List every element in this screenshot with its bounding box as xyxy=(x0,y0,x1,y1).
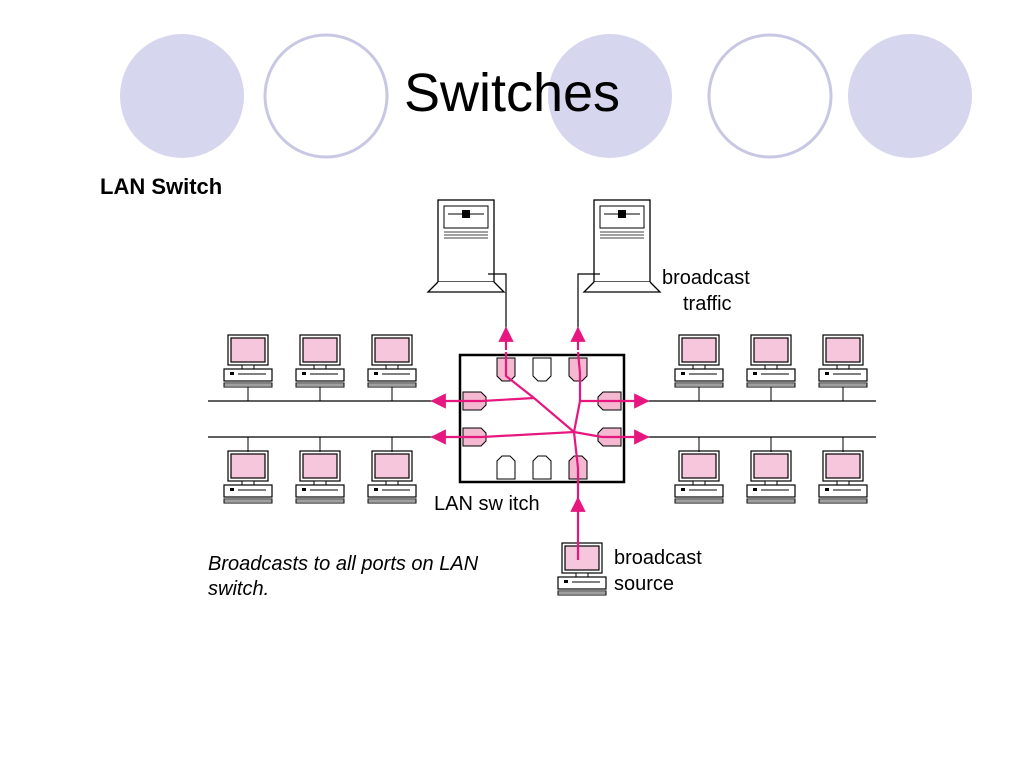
workstation-icon xyxy=(818,450,868,504)
workstation-icon xyxy=(746,450,796,504)
server-icon xyxy=(427,199,505,293)
outline-circle xyxy=(707,33,833,159)
slide-title: Switches xyxy=(403,63,621,123)
slide-subtitle: LAN Switch xyxy=(100,174,223,199)
workstation-icon xyxy=(818,334,868,388)
workstation-icon xyxy=(674,334,724,388)
workstation-icon xyxy=(295,450,345,504)
server-icon xyxy=(583,199,661,293)
workstation-icon xyxy=(223,334,273,388)
lan-segments xyxy=(208,384,876,452)
broadcast-source-label-line1: broadcast xyxy=(614,547,702,569)
slide-caption: Broadcasts to all ports on LAN switch. xyxy=(208,553,479,600)
filled-circle xyxy=(548,34,672,158)
workstation-icon xyxy=(223,450,273,504)
outline-circle xyxy=(263,33,389,159)
workstation-icon xyxy=(746,334,796,388)
broadcast-paths xyxy=(430,326,650,560)
workstation-icon xyxy=(295,334,345,388)
lan-switch-label: LAN sw itch xyxy=(434,493,540,515)
workstation-icon xyxy=(674,450,724,504)
filled-circle xyxy=(848,34,972,158)
broadcast-traffic-label-line2: traffic xyxy=(683,293,732,315)
broadcast-source-workstation-icon xyxy=(557,542,607,596)
workstation-icon xyxy=(367,450,417,504)
broadcast-traffic-label-line1: broadcast xyxy=(662,267,750,289)
filled-circle xyxy=(120,34,244,158)
workstation-icon xyxy=(367,334,417,388)
broadcast-source-label-line2: source xyxy=(614,573,674,595)
header-circles xyxy=(120,33,972,159)
